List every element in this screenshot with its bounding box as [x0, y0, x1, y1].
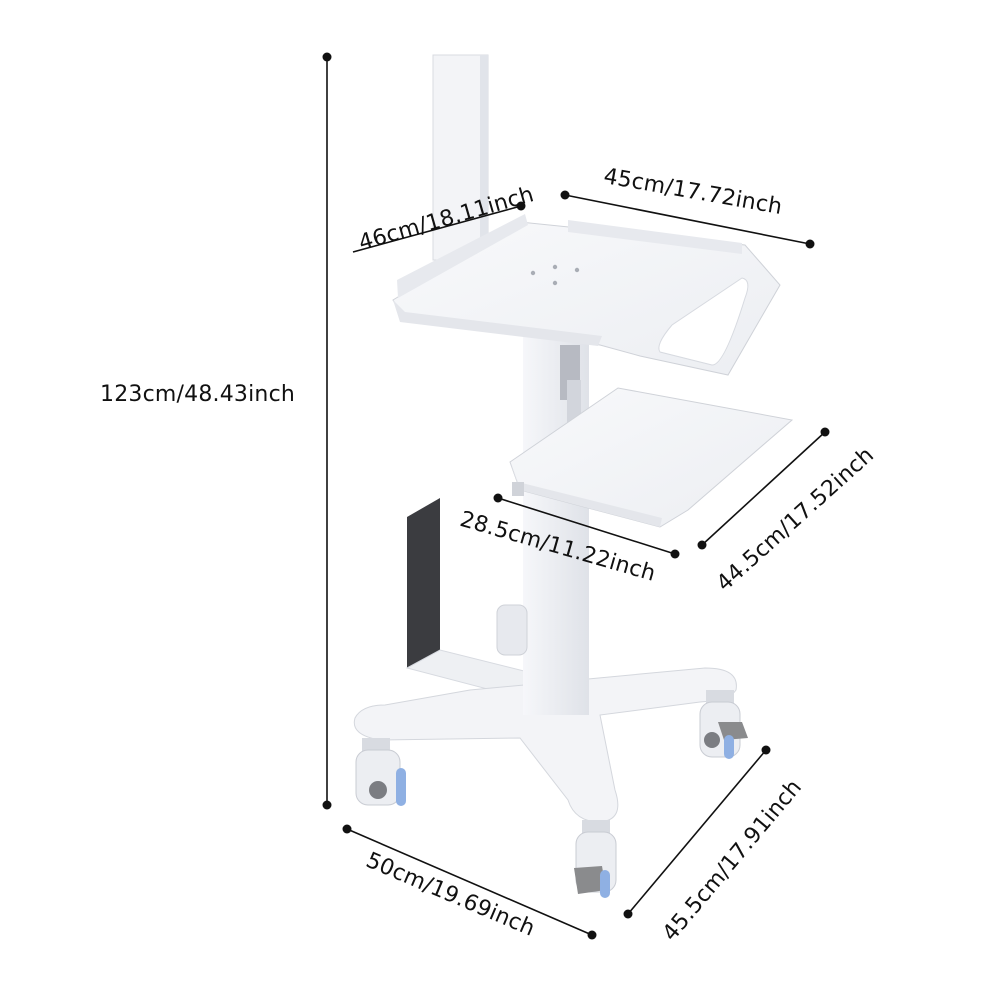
caster-back-right [699, 690, 748, 759]
cart-base [353, 660, 737, 823]
height-label: 123cm/48.43inch [100, 382, 296, 407]
lower-shelf [509, 387, 794, 528]
top-shelf-width-line [560, 190, 815, 249]
caster-front-left [355, 738, 406, 806]
center-column [523, 330, 589, 715]
top-shelf-depth-line [352, 201, 526, 253]
lower-shelf-width-line [697, 427, 830, 550]
top-shelf [392, 214, 781, 376]
height-dimension-line [322, 52, 332, 810]
base-width-line [342, 824, 597, 940]
caster-front-right [574, 820, 617, 898]
base-depth-line [623, 745, 771, 919]
lower-shelf-depth-line [493, 493, 680, 559]
